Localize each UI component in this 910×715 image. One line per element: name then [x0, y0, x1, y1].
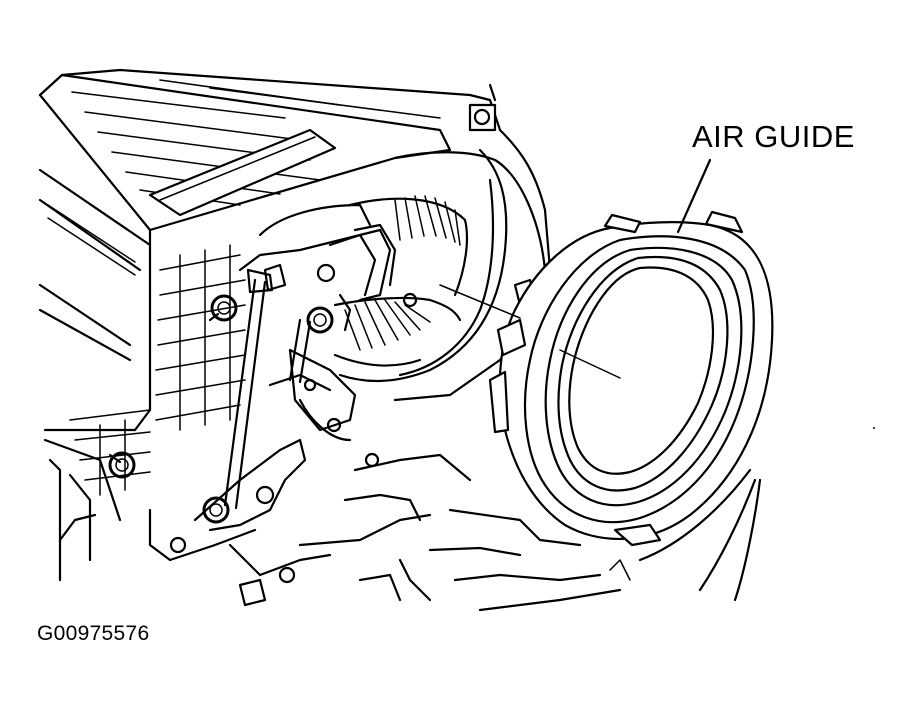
air-guide-callout: AIR GUIDE	[676, 119, 855, 234]
grommets	[108, 294, 380, 554]
case-grid-panel	[69, 244, 246, 496]
air-guide-label: AIR GUIDE	[692, 119, 855, 154]
stray-dot	[873, 427, 875, 429]
lower-bracket	[48, 438, 762, 612]
motor-plate	[238, 203, 418, 442]
evaporator-case-top	[38, 68, 472, 250]
air-guide-leader-line	[676, 158, 712, 234]
linkage-rods	[223, 268, 312, 510]
blower-housing	[38, 68, 762, 612]
blower-fan	[333, 195, 469, 367]
figure-id: G00975576	[37, 622, 149, 645]
air-guide-part	[439, 210, 774, 547]
